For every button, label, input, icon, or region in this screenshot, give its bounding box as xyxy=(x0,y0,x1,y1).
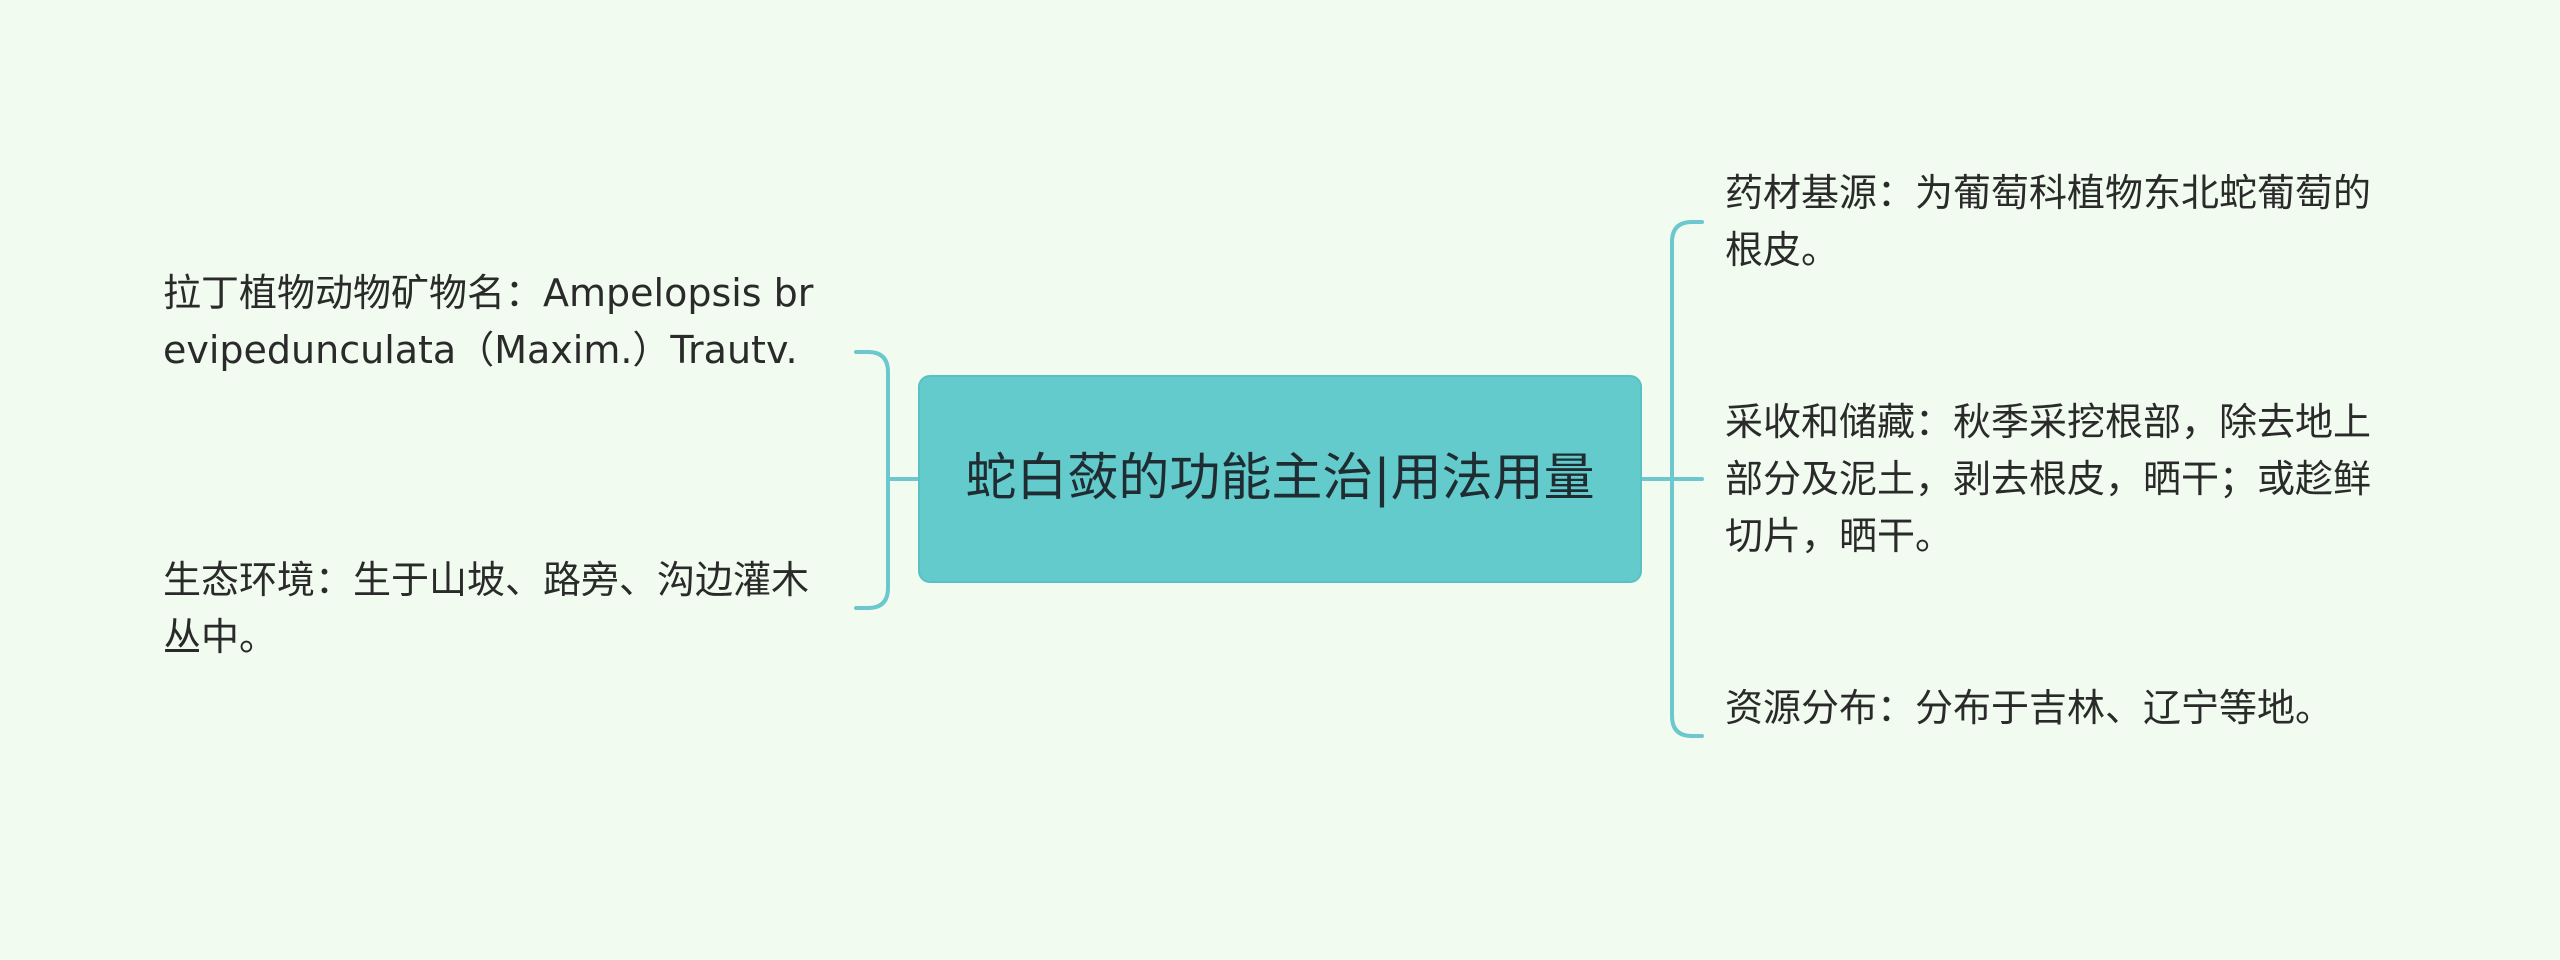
connector-right-trunk xyxy=(1670,220,1704,738)
right-branch-source[interactable]: 药材基源：为葡萄科植物东北蛇葡萄的根皮。 xyxy=(1725,171,2372,272)
left-branch-habitat[interactable]: 生态环境：生于山坡、路旁、沟边灌木丛中。 xyxy=(163,558,810,659)
root-topic-label: 蛇白蔹的功能主治|用法用量 xyxy=(965,449,1595,508)
left-branch-latin-name[interactable]: 拉丁植物动物矿物名：Ampelopsis brevipedunculata（Ma… xyxy=(163,271,814,372)
connector-left-trunk xyxy=(854,350,890,610)
right-branch-distribution[interactable]: 资源分布：分布于吉林、辽宁等地。 xyxy=(1725,686,2334,730)
root-topic-node[interactable]: 蛇白蔹的功能主治|用法用量 xyxy=(918,375,1642,583)
right-branch-harvest-storage[interactable]: 采收和储藏：秋季采挖根部，除去地上部分及泥土，剥去根皮，晒干；或趁鲜切片，晒干。 xyxy=(1725,400,2372,558)
